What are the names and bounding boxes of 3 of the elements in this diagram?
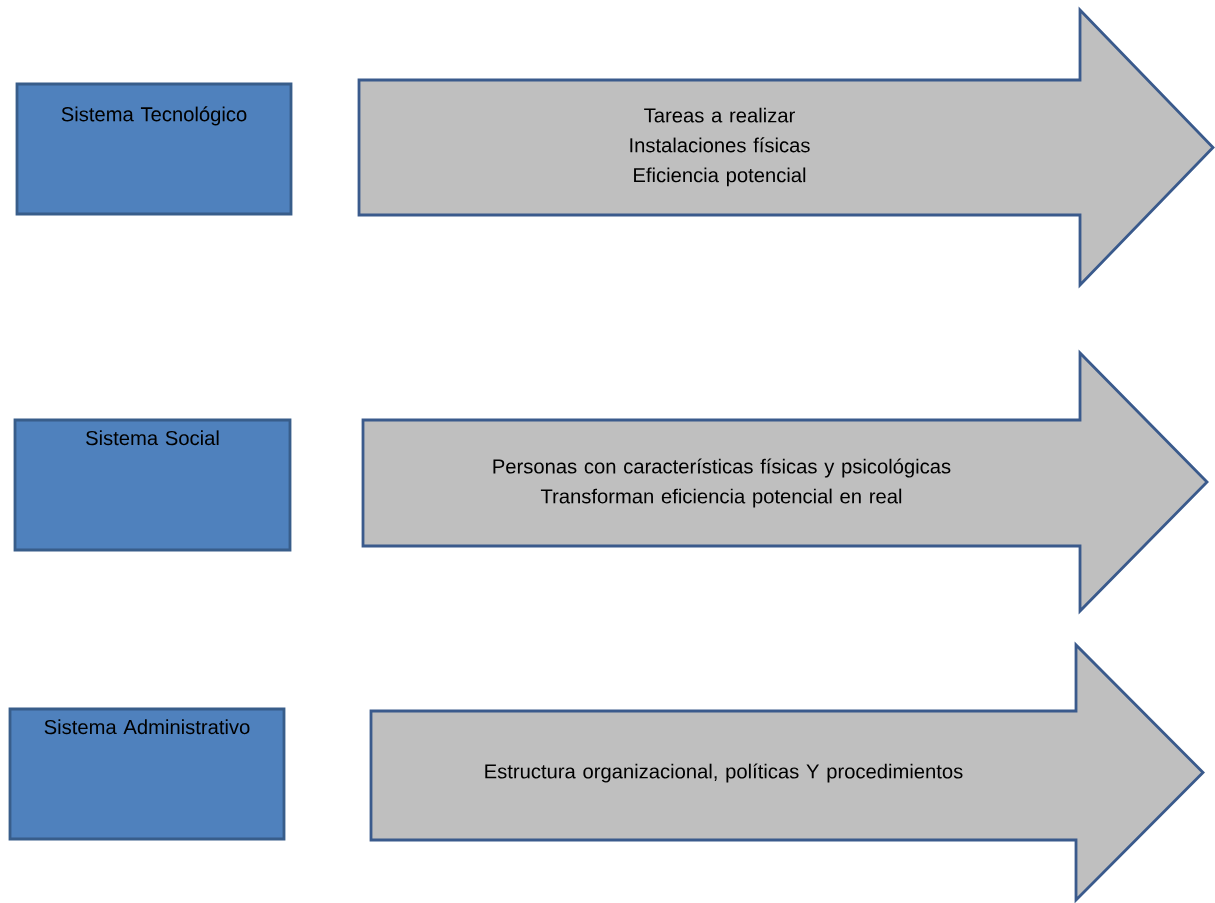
process-box: Sistema Administrativo [8, 707, 286, 841]
process-box: Sistema Social [13, 418, 292, 552]
process-box: Sistema Tecnológico [15, 82, 293, 216]
